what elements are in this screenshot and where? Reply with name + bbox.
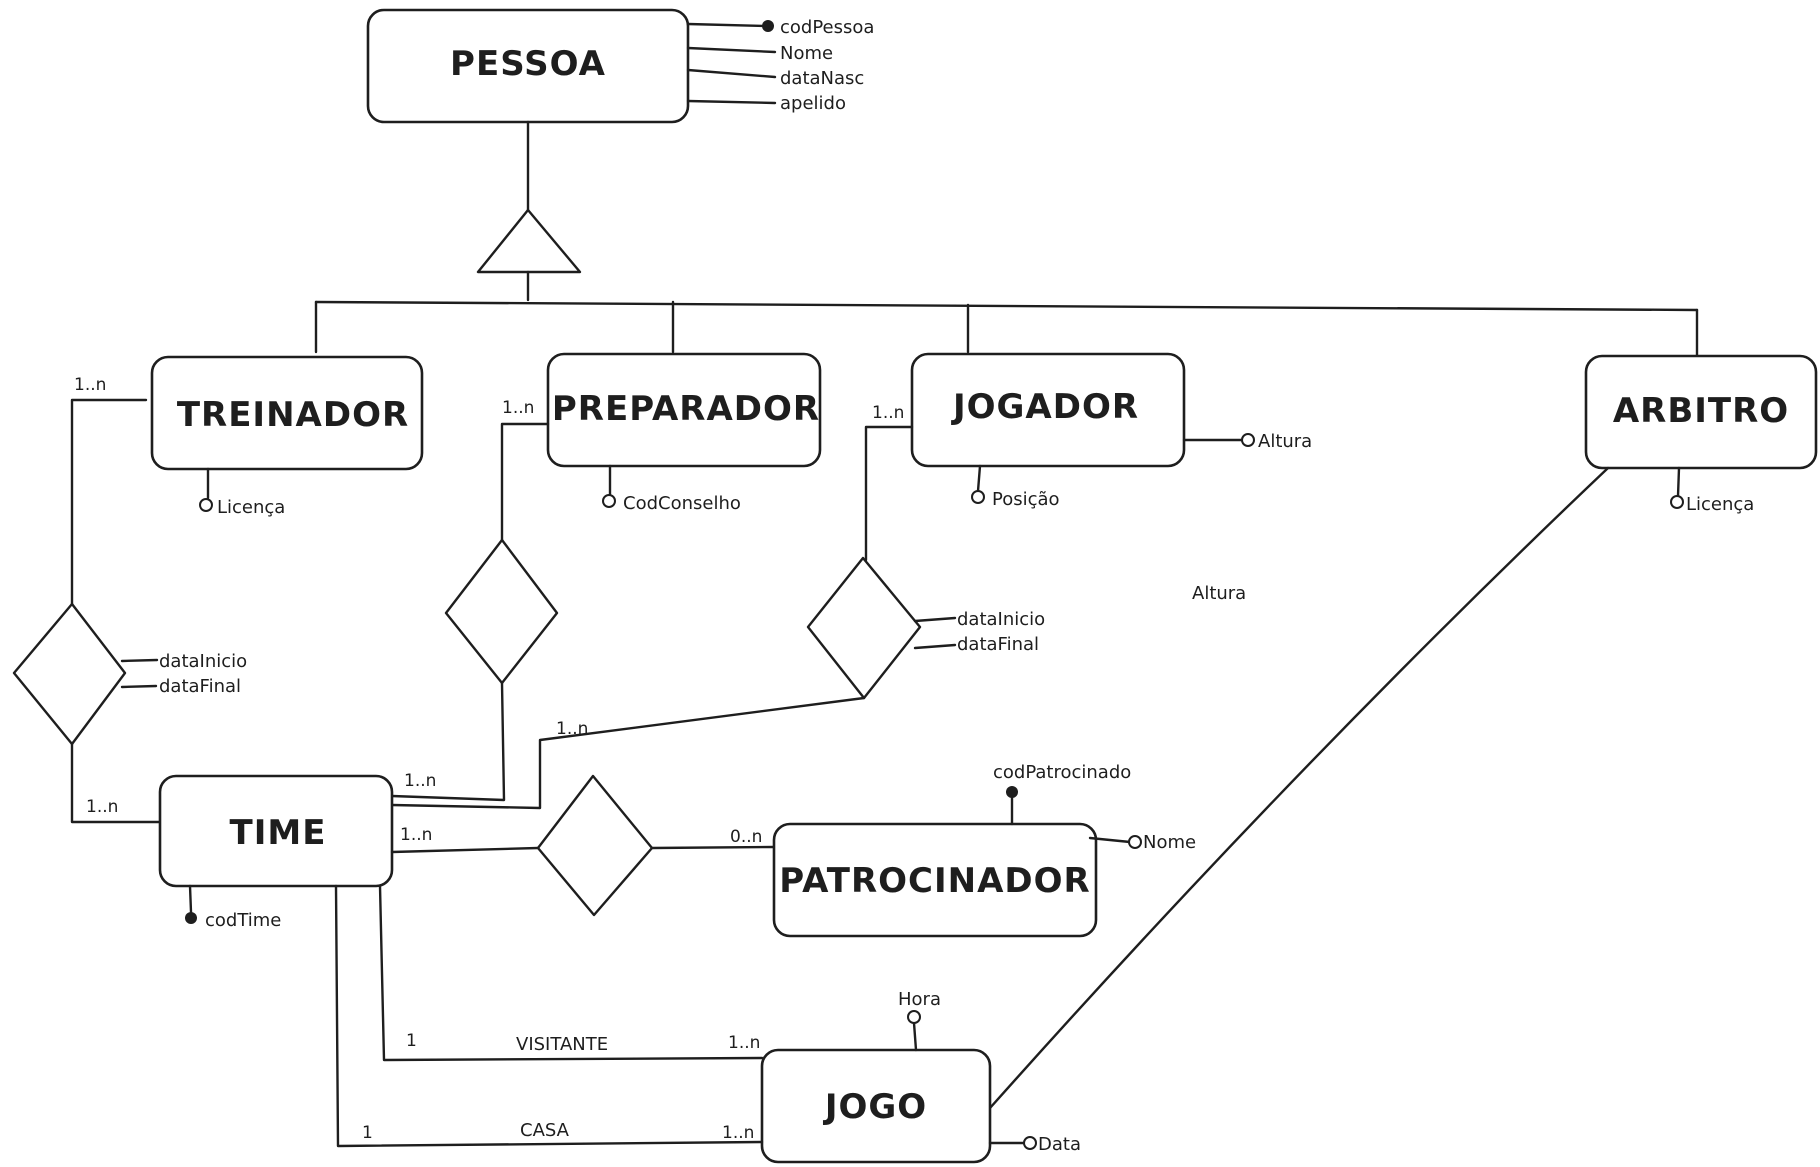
rel-line-diamond-to-time-jog [390, 696, 866, 810]
attr-line-apelido [686, 99, 777, 105]
attr-datanasc: dataNasc [780, 68, 864, 89]
attr-line-arbitro-licenca [1676, 466, 1681, 498]
card-treinador-side: 1..n [74, 375, 106, 395]
relationship-joga: dataInicio dataFinal 1..n 1..n [390, 403, 1045, 810]
entity-treinador-label: TREINADOR [177, 395, 409, 435]
attr-codpessoa: codPessoa [780, 17, 874, 38]
card-visitante-time: 1 [406, 1031, 417, 1051]
attr-joga-datainicio: dataInicio [957, 609, 1045, 630]
attr-open-dot-jogador-altura [1241, 433, 1255, 447]
card-jogador-side: 1..n [872, 403, 904, 423]
relationship-diamond-patrocina[interactable] [536, 774, 654, 917]
generalization-bar [314, 300, 1699, 312]
entity-jogador[interactable]: JOGADOR [910, 352, 1186, 468]
attr-open-dot-posicao [971, 490, 985, 504]
card-visitante-jogo: 1..n [728, 1033, 760, 1053]
entity-patrocinador-label: PATROCINADOR [779, 861, 1090, 901]
attr-codpatrocinado: codPatrocinado [993, 762, 1131, 783]
attr-arbitro-licenca: Licença [1686, 494, 1754, 515]
attr-patrocinador-nome: Nome [1143, 832, 1196, 853]
entity-arbitro-label: ARBITRO [1613, 391, 1789, 431]
card-time-jogador-side: 1..n [556, 719, 588, 739]
rel-line-diamond-to-time [70, 742, 162, 824]
floating-altura-label: Altura [1192, 583, 1246, 604]
relationship-visitante: 1 VISITANTE 1..n [378, 884, 764, 1062]
entity-treinador[interactable]: TREINADOR [150, 355, 424, 471]
relationship-prepara: 1..n 1..n [390, 398, 559, 802]
entity-arbitro[interactable]: ARBITRO [1584, 354, 1818, 470]
rel-line-casa [334, 884, 764, 1148]
label-casa: CASA [520, 1120, 570, 1141]
attr-line-codtime [188, 884, 193, 914]
entity-pessoa[interactable]: PESSOA [366, 8, 690, 124]
attr-open-dot-hora [907, 1010, 921, 1024]
attr-line-posicao [976, 464, 982, 493]
attr-open-dot-arbitro-licenca [1670, 495, 1684, 509]
attr-line-hora [912, 1021, 918, 1052]
attr-hora: Hora [898, 989, 941, 1010]
attr-treina-datafinal: dataFinal [159, 676, 241, 697]
card-preparador-side: 1..n [502, 398, 534, 418]
attr-line-nome [686, 46, 777, 54]
relationship-casa: 1 CASA 1..n [334, 884, 764, 1148]
rel-line-jogador-to-diamond [864, 425, 914, 562]
attr-key-dot-codtime [185, 912, 197, 924]
rel-line-arbitro-to-jogo [988, 466, 1610, 1110]
rel-line-patrocinio-to-patrocinador [650, 845, 776, 850]
rel-line-preparador-to-diamond [500, 422, 550, 542]
rel-line-time-to-patrocinio [390, 846, 540, 854]
card-time-patrocinio-side: 1..n [400, 825, 432, 845]
attr-open-dot-treinador-licenca [199, 498, 213, 512]
relationship-diamond-prepara[interactable] [444, 538, 559, 685]
attr-line-treina-inicio [120, 658, 159, 663]
entity-patrocinador[interactable]: PATROCINADOR [772, 822, 1098, 938]
attr-open-dot-codconselho [602, 494, 616, 508]
relationship-diamond-joga[interactable] [806, 556, 922, 700]
entity-preparador-label: PREPARADOR [552, 389, 820, 429]
card-casa-time: 1 [362, 1123, 373, 1143]
card-patrocinador-side: 0..n [730, 827, 762, 847]
entity-preparador[interactable]: PREPARADOR [546, 352, 822, 468]
rel-line-diamond-to-time-prep [390, 681, 506, 802]
attr-line-treina-final [120, 684, 158, 689]
entity-jogador-label: JOGADOR [951, 387, 1139, 427]
card-casa-jogo: 1..n [722, 1123, 754, 1143]
rel-line-visitante [378, 884, 764, 1062]
attr-apelido: apelido [780, 93, 846, 114]
generalization-triangle [476, 208, 582, 274]
relationship-patrocina: 1..n 0..n [390, 774, 776, 917]
attr-codconselho: CodConselho [623, 493, 741, 514]
attr-key-dot-codpessoa [762, 20, 774, 32]
relationship-treina: dataInicio dataFinal 1..n 1..n [12, 375, 247, 824]
generalization [314, 120, 1699, 358]
attr-posicao: Posição [992, 489, 1060, 510]
pessoa-attributes: codPessoa Nome dataNasc apelido [686, 17, 874, 114]
attr-line-patrocinador-nome [1088, 836, 1132, 844]
attr-jogador-altura: Altura [1258, 431, 1312, 452]
entity-jogo[interactable]: JOGO [760, 1048, 992, 1164]
entity-time-label: TIME [230, 813, 327, 853]
entity-pessoa-label: PESSOA [450, 44, 606, 84]
attr-line-joga-final [913, 643, 957, 650]
attr-treina-datainicio: dataInicio [159, 651, 247, 672]
entity-time[interactable]: TIME [158, 774, 394, 888]
rel-line-treinador-to-diamond [70, 398, 148, 606]
attr-codtime: codTime [205, 910, 281, 931]
attr-treinador-licenca: Licença [217, 497, 285, 518]
entity-jogo-label: JOGO [823, 1087, 927, 1127]
label-visitante: VISITANTE [516, 1034, 608, 1055]
attr-data: Data [1038, 1134, 1081, 1155]
attr-open-dot-data [1023, 1136, 1037, 1150]
attr-open-dot-patrocinador-nome [1128, 835, 1142, 849]
attr-line-datanasc [686, 68, 777, 79]
card-time-treinador-side: 1..n [86, 797, 118, 817]
attr-line-joga-inicio [913, 616, 957, 623]
attr-key-dot-codpatrocinado [1006, 786, 1018, 798]
attr-line-codpessoa [686, 22, 768, 28]
attr-joga-datafinal: dataFinal [957, 634, 1039, 655]
relationship-diamond-treina[interactable] [12, 602, 127, 746]
card-time-preparador-side: 1..n [404, 771, 436, 791]
attr-nome: Nome [780, 43, 833, 64]
